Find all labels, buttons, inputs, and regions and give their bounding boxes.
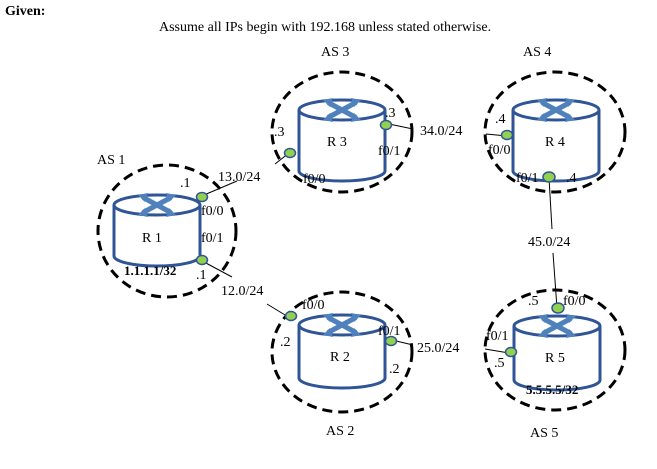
r1-f0-0-host: .1 [180, 176, 191, 191]
r5-f0-0-label: f0/0 [563, 294, 586, 309]
router-r5-body [512, 326, 602, 392]
r3-f0-1-label: f0/1 [378, 144, 401, 159]
port-r1-f0-0[interactable] [195, 191, 209, 203]
as4-label: AS 4 [523, 45, 551, 60]
r4-f0-1-label: f0/1 [516, 171, 539, 186]
r2-f0-0-label: f0/0 [302, 298, 325, 313]
link-r1-r3-upper [203, 180, 238, 196]
port-r2-f0-1[interactable] [384, 335, 398, 347]
router-r1-name: R 1 [142, 231, 162, 246]
router-r2-name: R 2 [330, 350, 350, 365]
r1-f0-0-label: f0/0 [201, 204, 224, 219]
port-r3-f0-0[interactable] [283, 147, 297, 159]
link-r1-r3-subnet: 13.0/24 [218, 170, 260, 185]
r1-f0-1-host: .1 [196, 268, 207, 283]
port-r1-f0-1[interactable] [195, 254, 209, 266]
link-r1-r2-subnet: 12.0/24 [221, 284, 263, 299]
link-r1-r2-upper [203, 261, 233, 278]
r3-f0-0-label: f0/0 [303, 172, 326, 187]
r4-f0-0-host: .4 [495, 112, 506, 127]
router-r3[interactable]: R 3 [297, 98, 387, 183]
router-r4[interactable]: R 4 [511, 98, 601, 183]
port-r2-f0-0[interactable] [284, 310, 298, 322]
router-r2-body [297, 325, 387, 390]
r2-f0-1-host: .2 [389, 362, 400, 377]
given-heading: Given: [5, 4, 45, 19]
link-r3-r4-left [388, 123, 414, 130]
r1-f0-1-label: f0/1 [201, 231, 224, 246]
port-r3-f0-1[interactable] [379, 119, 393, 131]
link-r4-r5-subnet: 45.0/24 [528, 235, 570, 250]
r5-loopback: 5.5.5.5/32 [526, 382, 578, 397]
router-r4-name: R 4 [545, 135, 565, 150]
r5-f0-1-label: f0/1 [486, 329, 509, 344]
link-r2-r5-subnet: 25.0/24 [417, 341, 459, 356]
r4-f0-0-label: f0/0 [488, 143, 511, 158]
port-r5-f0-1[interactable] [504, 346, 518, 358]
link-r4-r5-upper [548, 177, 553, 230]
r3-f0-1-host: .3 [385, 106, 396, 121]
port-r5-f0-0[interactable] [551, 302, 565, 314]
r2-f0-0-host: .2 [280, 335, 291, 350]
ip-prefix-note: Assume all IPs begin with 192.168 unless… [159, 20, 491, 35]
router-r5-name: R 5 [545, 351, 565, 366]
port-r4-f0-1[interactable] [542, 171, 556, 183]
r1-loopback: 1.1.1.1/32 [124, 263, 176, 278]
as2-boundary [270, 290, 414, 414]
as2-label: AS 2 [326, 424, 354, 439]
link-r4-r5-lower [552, 252, 558, 309]
router-r3-body [297, 110, 387, 183]
as5-boundary [483, 288, 627, 412]
as3-label: AS 3 [321, 45, 349, 60]
r2-f0-1-label: f0/1 [378, 324, 401, 339]
r5-f0-1-host: .5 [494, 356, 505, 371]
as3-boundary [270, 70, 414, 194]
router-r4-body [511, 110, 601, 183]
router-r5[interactable]: R 5 [512, 314, 602, 392]
link-r3-r4-subnet: 34.0/24 [420, 124, 462, 139]
r3-f0-0-host: .3 [274, 125, 285, 140]
as5-label: AS 5 [530, 426, 558, 441]
as1-boundary [96, 163, 238, 299]
as4-boundary [483, 70, 627, 194]
r4-f0-1-host: .4 [566, 171, 577, 186]
port-r4-f0-0[interactable] [500, 129, 514, 141]
as1-label: AS 1 [97, 153, 125, 168]
router-r2[interactable]: R 2 [297, 313, 387, 390]
router-r1[interactable]: R 1 [112, 193, 202, 268]
router-r3-name: R 3 [327, 135, 347, 150]
r5-f0-0-host: .5 [528, 294, 539, 309]
